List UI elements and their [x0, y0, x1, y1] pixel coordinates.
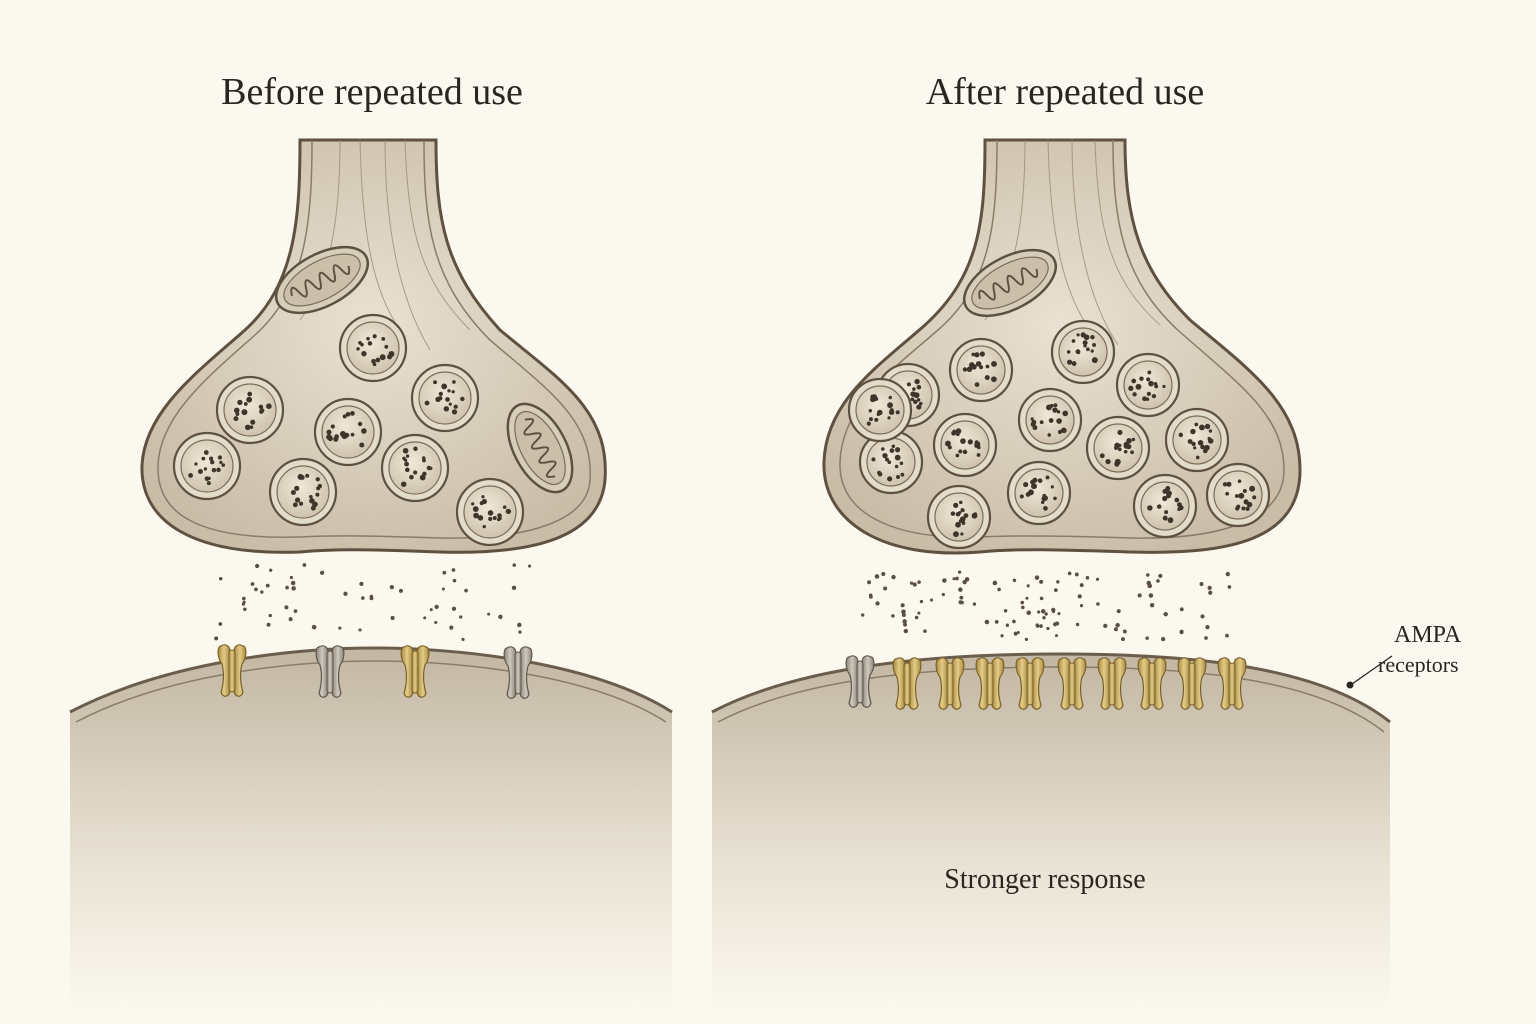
panel-after	[711, 138, 1393, 1010]
vesicle-before-7	[380, 433, 450, 503]
ampa-receptor-after-7	[1097, 657, 1127, 710]
stronger-response-caption: Stronger response	[944, 864, 1146, 895]
ampa-receptor-after-1	[845, 655, 875, 708]
title-after: After repeated use	[925, 71, 1205, 113]
ampa-receptor-after-2	[892, 657, 922, 710]
vesicle-after-10	[1006, 460, 1072, 526]
ampa-receptor-after-4	[975, 657, 1005, 710]
vesicle-after-14	[847, 377, 913, 443]
vesicle-after-7	[1085, 415, 1151, 481]
vesicle-before-1	[338, 313, 408, 383]
title-before: Before repeated use	[221, 71, 523, 113]
postsynaptic-membrane-after	[711, 652, 1391, 724]
ampa-receptor-after-8	[1137, 657, 1167, 710]
ampa-receptor-after-9	[1177, 657, 1207, 710]
ampa-receptor-after-3	[935, 657, 965, 710]
vesicle-after-6	[1017, 387, 1083, 453]
vesicle-after-8	[1164, 407, 1230, 473]
vesicle-after-4	[1115, 352, 1181, 418]
vesicle-before-4	[313, 397, 383, 467]
panel-before	[69, 138, 673, 1010]
ampa-label-line1: AMPA	[1394, 622, 1462, 648]
neurotransmitter-cloud-after	[860, 570, 1232, 642]
vesicle-group-after	[847, 319, 1271, 550]
vesicle-after-5	[932, 412, 998, 478]
vesicle-after-9	[858, 429, 924, 495]
receptor-group-after	[845, 655, 1247, 710]
ampa-leader-line	[1351, 655, 1393, 685]
mitochondrion-after-1	[962, 248, 1058, 318]
ampa-receptor-before-1	[217, 644, 247, 697]
ampa-label-line2: receptors	[1378, 652, 1459, 677]
vesicle-before-2	[215, 375, 285, 445]
vesicle-after-12	[1205, 462, 1271, 528]
receptor-group-before	[217, 644, 533, 699]
vesicle-after-13	[926, 484, 992, 550]
postsynaptic-neuron-before	[70, 648, 672, 1010]
ampa-receptor-before-2	[315, 645, 345, 698]
postsynaptic-neuron-after	[712, 654, 1390, 1010]
vesicle-before-3	[410, 363, 480, 433]
postsynaptic-membrane-before	[69, 646, 673, 714]
ampa-receptors-label: AMPA receptors	[1378, 620, 1508, 680]
ampa-receptor-after-10	[1217, 657, 1247, 710]
vesicle-before-6	[268, 457, 338, 527]
vesicle-after-1	[1050, 319, 1116, 385]
vesicle-before-8	[455, 477, 525, 547]
vesicle-before-5	[172, 431, 242, 501]
ampa-receptor-before-3	[400, 645, 430, 698]
mitochondrion-before-1	[274, 245, 370, 315]
vesicle-after-3	[948, 337, 1014, 403]
ampa-receptor-after-5	[1015, 657, 1045, 710]
ampa-leader-dot	[1346, 681, 1354, 689]
vesicle-after-11	[1132, 473, 1198, 539]
mitochondrion-before-2	[506, 402, 574, 494]
vesicle-group-before	[172, 313, 525, 547]
ampa-receptor-after-6	[1057, 657, 1087, 710]
ampa-receptor-before-4	[503, 646, 533, 699]
neurotransmitter-cloud-before	[214, 563, 532, 641]
